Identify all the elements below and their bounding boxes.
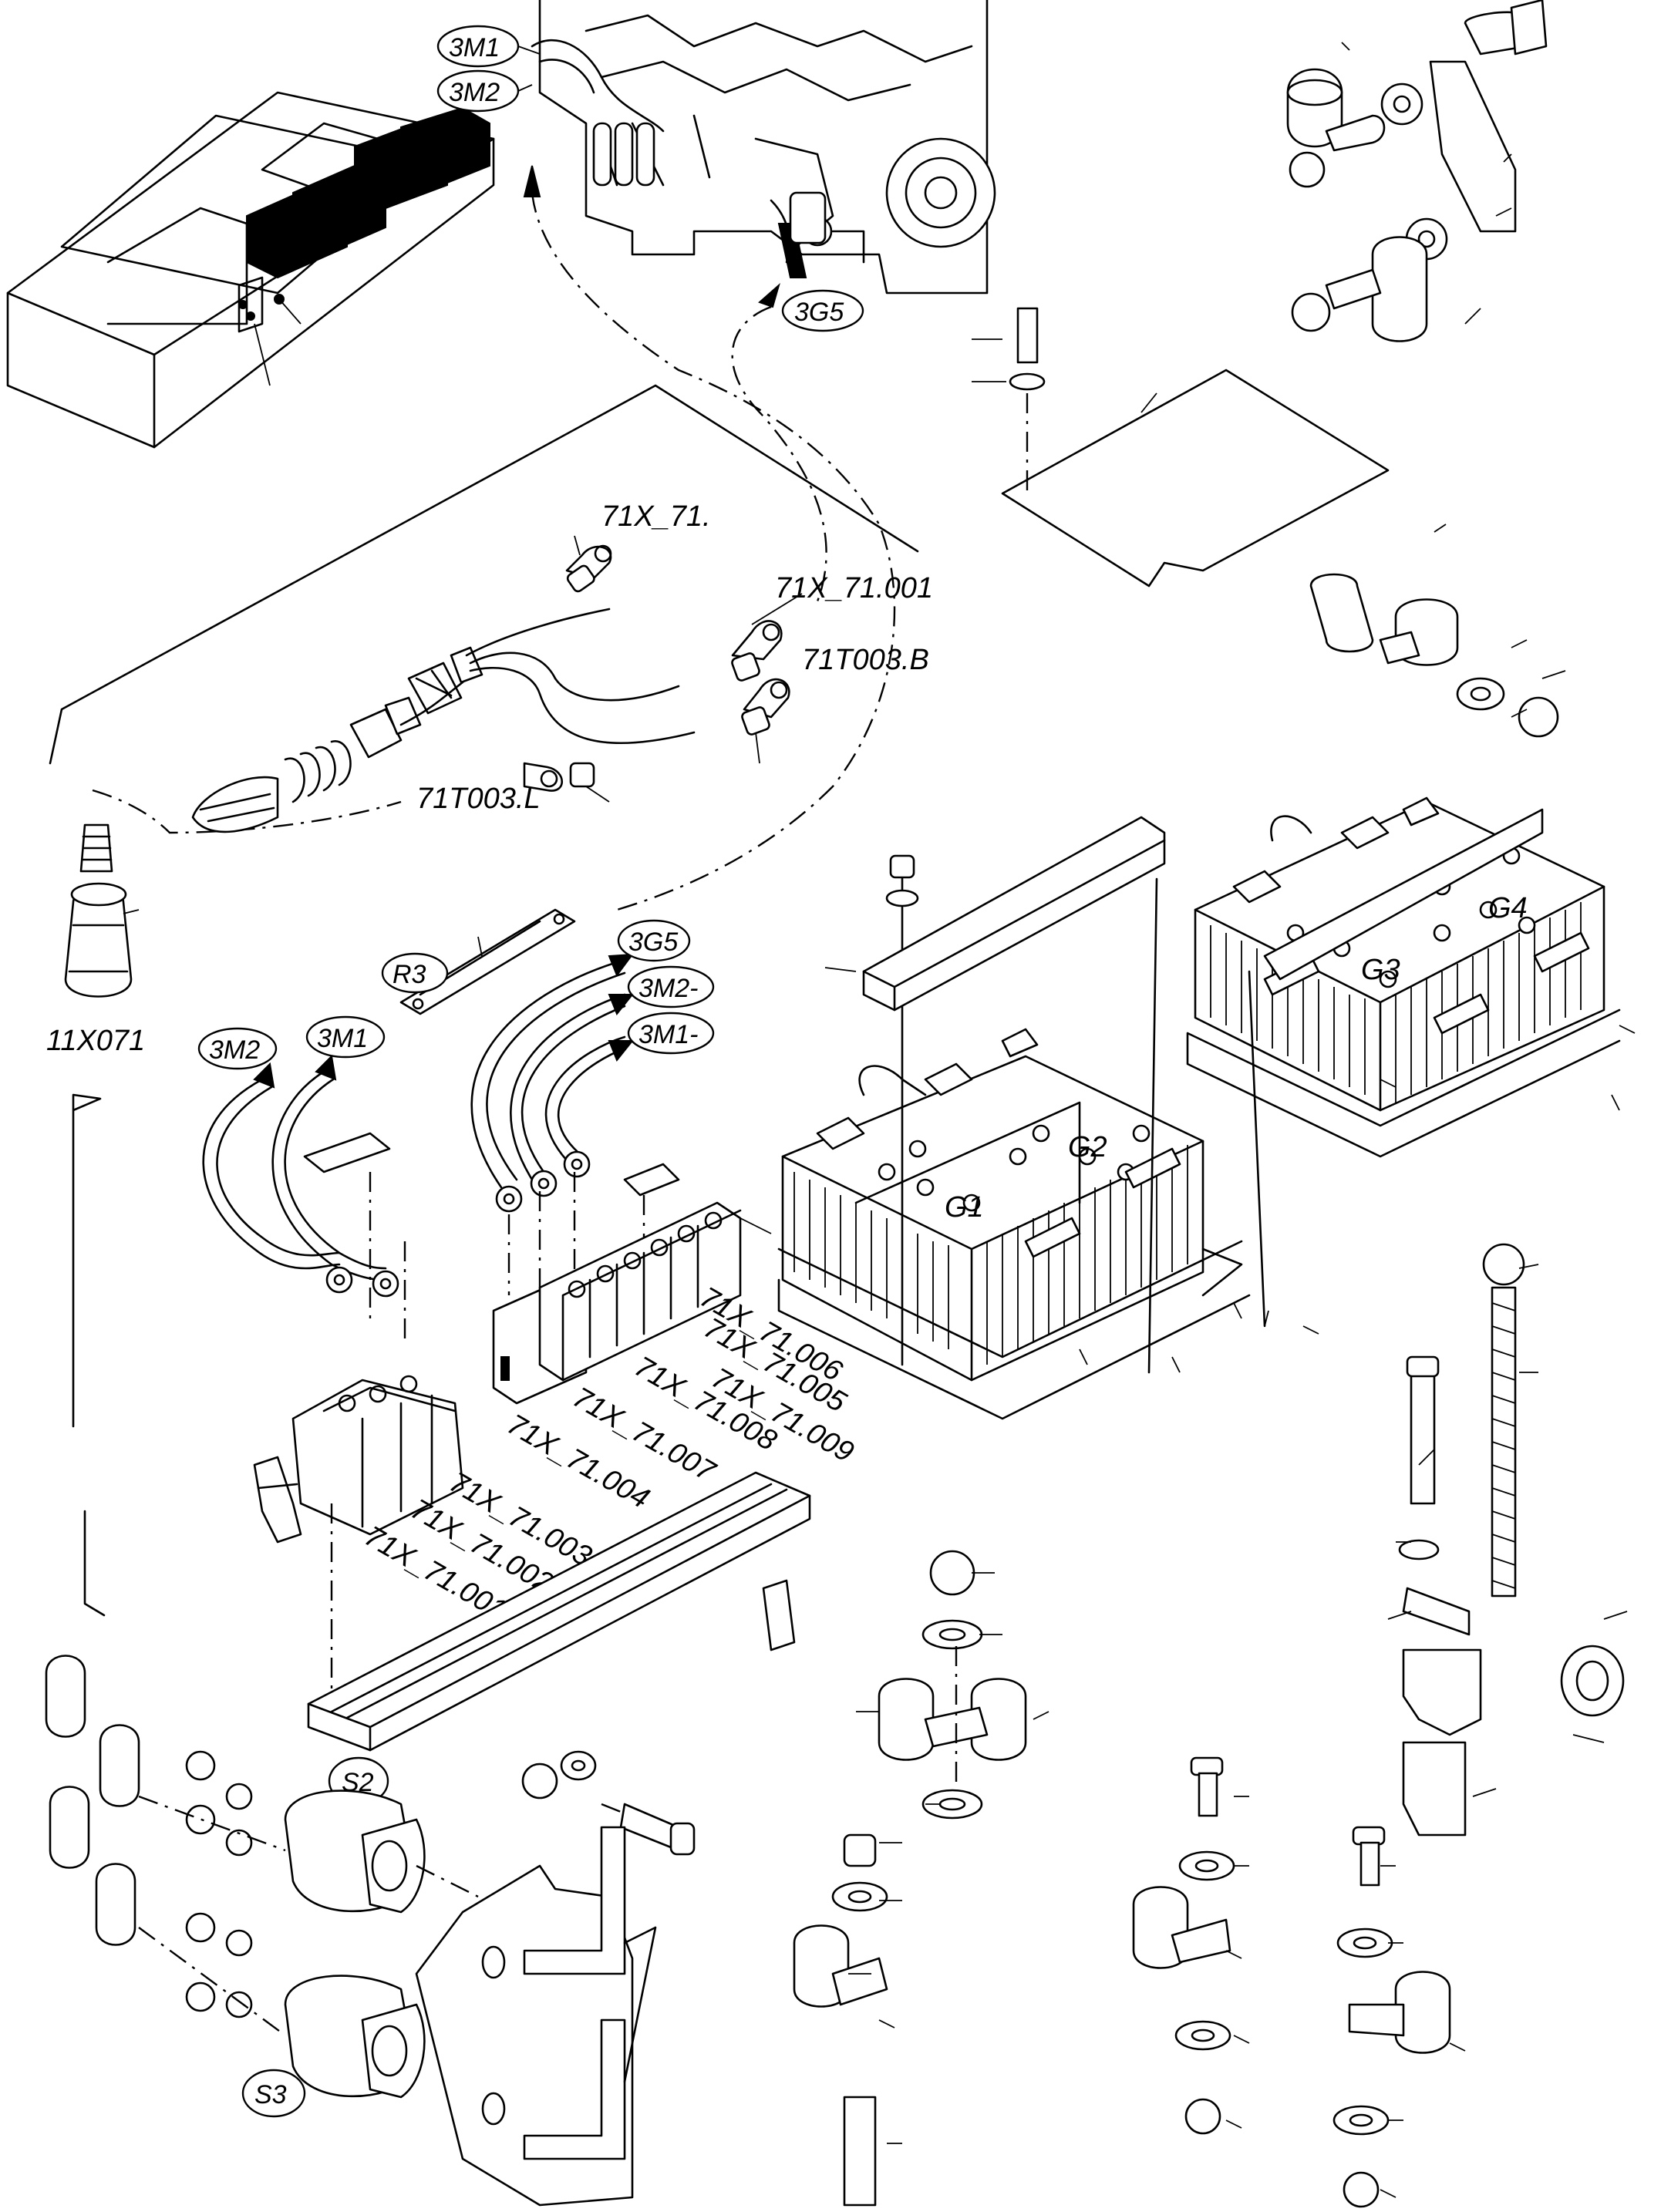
cables-right [470, 953, 635, 1213]
callout-3m2: 3M2 [209, 1035, 260, 1065]
terminal-blocks-left [253, 1375, 464, 1544]
label-71t003b: 71T003.B [802, 644, 929, 676]
label-g2: G2 [1068, 1131, 1107, 1163]
label-g3: G3 [1361, 954, 1400, 986]
label-71t003l: 71T003.L [416, 783, 541, 815]
engine-block [531, 0, 996, 295]
bolt-cover [1016, 307, 1039, 364]
hold-down-bar [862, 816, 1166, 1012]
label-g1: G1 [945, 1191, 984, 1224]
label-71x71-001-top: 71X_71.001 [775, 572, 933, 604]
harness-outline [49, 384, 919, 765]
clamp-lower-3 [1333, 1826, 1451, 2208]
callout-3m1: 3M1 [317, 1024, 368, 1053]
route-line-engine [531, 192, 896, 911]
clamp-top-right [1286, 0, 1548, 342]
solenoids-s3 [45, 1655, 657, 2207]
leader-lines [824, 42, 1636, 2198]
hardware-center [521, 1750, 696, 1856]
clamp-lower-2 [1132, 1756, 1235, 2135]
terminal-blocks-right [492, 1201, 742, 1405]
label-g4: G4 [1488, 892, 1528, 924]
connector-harness [191, 608, 696, 833]
din-rail [307, 1471, 811, 1752]
route-line-3g5 [731, 305, 827, 602]
clamp-center [878, 1550, 1027, 1820]
link-plate-right [623, 1163, 680, 1197]
callout-3m1-top: 3M1 [449, 33, 500, 62]
callout-3m1-dash: 3M1- [638, 1020, 698, 1049]
battery-g1-g2 [777, 1028, 1251, 1420]
long-stud [1398, 1243, 1625, 1837]
battery-g3-g4 [1186, 796, 1621, 1328]
label-11x071: 11X071 [46, 1025, 145, 1057]
callout-3g5-top: 3G5 [794, 298, 844, 327]
engine-callouts: 3M1 3M2 3G5 [436, 25, 864, 332]
callout-s3: S3 [254, 2080, 287, 2109]
ring-terminals-top [523, 535, 803, 803]
label-71x71: 71X_71. [601, 500, 711, 533]
clamp-spacer [1309, 573, 1559, 738]
cables-left [202, 1054, 399, 1298]
link-plate-left [303, 1132, 391, 1173]
battery-box [6, 91, 495, 449]
callout-3m2-dash: 3M2- [638, 974, 698, 1003]
battery-cell-2 [354, 106, 490, 210]
connector-11x071 [64, 823, 140, 998]
connector-spring [284, 740, 352, 803]
callout-3m2-top: 3M2 [449, 78, 500, 107]
callout-r3: R3 [393, 960, 426, 989]
callout-3g5: 3G5 [628, 928, 678, 957]
cover-plate [1001, 369, 1390, 588]
clamp-lower-1 [793, 1833, 888, 2207]
route-line-harness [92, 789, 402, 834]
